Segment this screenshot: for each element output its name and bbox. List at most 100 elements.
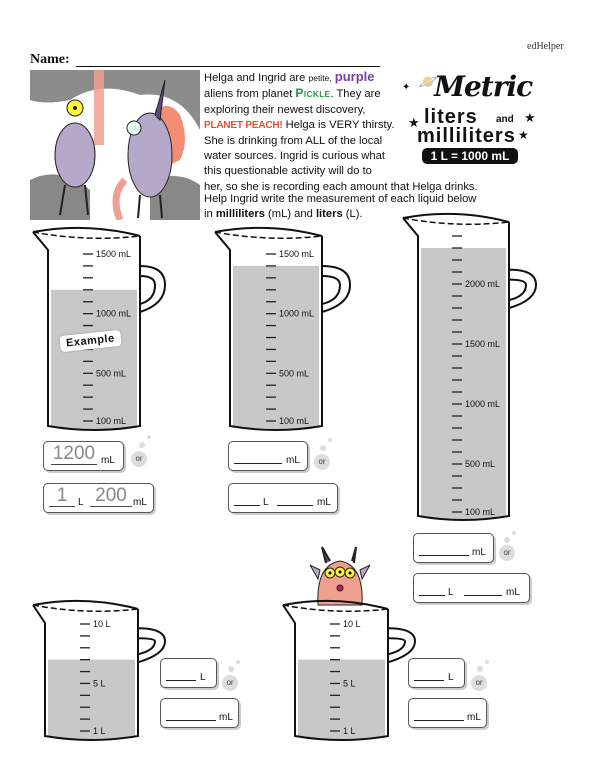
ml-answer-box-5[interactable]: mL <box>408 698 487 728</box>
planet-icon: 🪐 <box>418 74 438 91</box>
beaker-handle <box>321 275 342 305</box>
title-metric: Metric <box>434 70 533 103</box>
l-ml-answer-box-2[interactable]: L mL <box>228 483 338 513</box>
beaker-handle <box>321 265 352 313</box>
story-text: . They are <box>330 88 381 101</box>
star-icon: ★ <box>524 110 536 125</box>
answer-value: 200 <box>90 486 132 507</box>
scale-label: 500 mL <box>96 368 126 378</box>
scale-label: 5 L <box>343 678 356 688</box>
bubble-icon <box>485 660 489 664</box>
beaker-handle <box>139 265 167 313</box>
scale-label: 500 mL <box>465 459 495 469</box>
title-liters: liters <box>424 106 478 128</box>
or-label: or <box>499 545 515 561</box>
beaker-handle <box>137 627 167 664</box>
beaker-outline <box>32 604 139 741</box>
story-highlight-purple: purple <box>334 69 375 84</box>
beaker-outline <box>214 231 323 431</box>
ml-answer-box-2[interactable]: mL <box>228 441 308 471</box>
bubble-icon <box>512 531 516 535</box>
aliens-illustration <box>30 70 200 220</box>
answer-blank[interactable] <box>234 505 260 506</box>
l-ml-answer-box-1[interactable]: 1 L 200 mL <box>43 483 154 513</box>
bubble-icon <box>504 537 510 543</box>
story-text: water sources. Ingrid is curious what <box>204 150 385 163</box>
star-icon: ★ <box>408 115 420 130</box>
story-highlight-pickle: Pickle <box>295 86 331 101</box>
ml-answer-box-1[interactable]: 1200 mL <box>43 441 124 471</box>
instructions: Help Ingrid write the measurement of eac… <box>204 192 504 223</box>
story-text: She is drinking from ALL of the local <box>204 134 383 147</box>
conversion-badge: 1 L = 1000 mL <box>422 148 518 164</box>
unit-label: mL <box>219 712 233 723</box>
bubble-icon <box>236 660 240 664</box>
liquid-fill <box>51 289 137 429</box>
bubble-icon <box>320 445 326 451</box>
instructions-bold: liters <box>315 208 343 221</box>
instructions-text: (L). <box>342 208 363 221</box>
answer-blank[interactable] <box>414 720 464 721</box>
or-label: or <box>131 451 147 467</box>
answer-blank[interactable] <box>464 595 502 596</box>
scale-label: 100 mL <box>465 507 495 517</box>
title-and: and <box>496 114 514 125</box>
unit-label: mL <box>467 712 481 723</box>
scale-label: 5 L <box>93 678 106 688</box>
l-answer-box-5[interactable]: L <box>408 658 465 688</box>
story-text: exploring their newest discovery, <box>204 103 366 116</box>
unit-label: mL <box>317 497 331 508</box>
story-text: Helga is VERY thirsty. <box>282 119 395 132</box>
scale-label: 1000 mL <box>279 309 314 319</box>
l-answer-box-4[interactable]: L <box>160 658 217 688</box>
or-label: or <box>471 675 487 691</box>
scale-label: 100 mL <box>96 416 126 426</box>
answer-blank[interactable] <box>234 463 282 464</box>
scale-label: 1500 mL <box>96 249 131 259</box>
unit-label: L <box>448 672 454 683</box>
name-input-line[interactable] <box>76 66 380 67</box>
unit-label: L <box>448 587 454 598</box>
or-label: or <box>314 454 330 470</box>
ml-answer-box-4[interactable]: mL <box>160 698 239 728</box>
beaker-outline <box>402 217 510 521</box>
unit-label: L <box>200 672 206 683</box>
scale-label: 100 mL <box>279 416 309 426</box>
liquid-fill <box>298 659 385 739</box>
bubble-icon <box>228 666 234 672</box>
beaker-outline <box>32 231 141 431</box>
bubble-icon <box>477 666 483 672</box>
bubble-icon <box>139 442 145 448</box>
answer-value: 1200 <box>51 443 97 465</box>
beaker-rim <box>282 604 389 612</box>
beaker-handle <box>137 637 157 656</box>
beaker-handle <box>387 637 407 656</box>
bubble-icon <box>147 435 151 439</box>
answer-blank[interactable] <box>166 720 216 721</box>
beaker-handle <box>508 278 528 302</box>
l-ml-answer-box-3[interactable]: L mL <box>413 573 530 603</box>
scale-label: 1500 mL <box>279 249 314 259</box>
answer-blank[interactable] <box>277 505 313 506</box>
answer-blank[interactable] <box>419 555 469 556</box>
instructions-bold: milliliters <box>215 208 265 221</box>
story-text: Helga and Ingrid are petite, purple alie… <box>204 69 504 195</box>
beaker-rim <box>282 599 389 610</box>
name-label: Name: <box>30 52 70 67</box>
ml-answer-box-3[interactable]: mL <box>413 533 494 563</box>
or-label: or <box>222 675 238 691</box>
answer-blank[interactable] <box>419 595 445 596</box>
beaker-handle <box>139 275 157 305</box>
liquid-fill <box>421 248 506 519</box>
title-block: ✦ 🪐 ★ ★ ★ Metric liters and milliliters … <box>400 70 536 165</box>
scale-label: 1 L <box>93 726 106 736</box>
scale-label: 1000 mL <box>96 309 131 319</box>
answer-blank[interactable] <box>166 680 196 681</box>
story-text: petite, <box>308 73 332 83</box>
answer-blank[interactable] <box>414 680 444 681</box>
instructions-text: in <box>204 208 216 221</box>
scale-label: 500 mL <box>279 368 309 378</box>
story-highlight-peach: PLANET PEACH! <box>204 120 283 132</box>
scale-label: 10 L <box>343 619 361 629</box>
